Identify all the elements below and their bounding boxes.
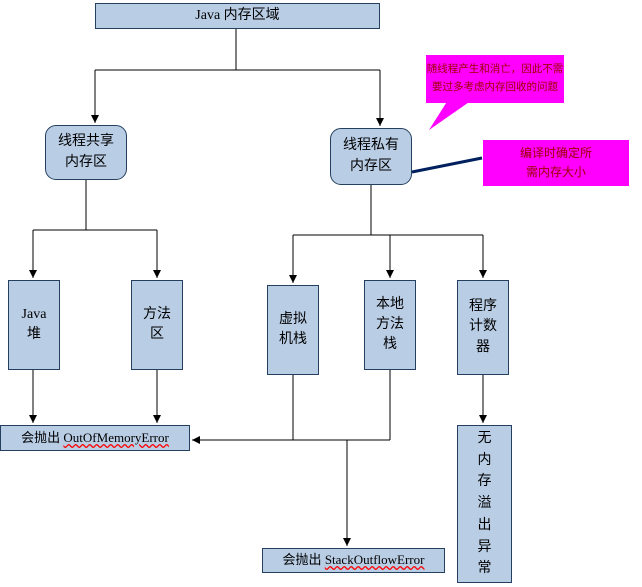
node-no-memory-overflow: 无内存溢出异常 (457, 425, 512, 583)
error-prefix: 会抛出 (282, 552, 325, 567)
node-label-line: 方法 (376, 316, 404, 332)
callout-text-line: 编译时确定所 (519, 145, 592, 160)
node-label-line: 器 (476, 339, 490, 355)
node-label-line: 程序 (469, 299, 497, 315)
error-name: OutOfMemoryError (63, 430, 169, 445)
node-label-line: 内存区 (350, 158, 392, 174)
node-label-line: 内存区 (65, 154, 107, 170)
node-thread-private-area: 线程私有 内存区 (330, 128, 412, 185)
error-connectors (29, 370, 487, 546)
callout-text-line: 要过多考虑内存回收的问题 (432, 82, 558, 93)
node-label-line: Java (21, 306, 47, 322)
node-label-line: 方法 (143, 306, 171, 322)
box-out-of-memory-error: 会抛出 OutOfMemoryError (0, 425, 190, 451)
error-prefix: 会抛出 (21, 430, 64, 445)
node-label-line: 线程私有 (343, 138, 399, 154)
callout-thread-lifecycle: 随线程产生和消亡，因此不需 要过多考虑内存回收的问题 (426, 55, 564, 103)
node-method-area: 方法 区 (131, 280, 183, 370)
node-java-memory-area: Java 内存区域 (95, 3, 380, 29)
node-program-counter: 程序 计数 器 (457, 280, 509, 375)
callout-text-line: 需内存大小 (525, 165, 586, 179)
node-label-line: 计数 (469, 319, 497, 335)
node-label-line: 机栈 (279, 332, 307, 347)
callout-tail (429, 100, 472, 130)
callout-compile-size: 编译时确定所 需内存大小 (483, 140, 629, 186)
callout-text-line: 随线程产生和消亡，因此不需 (426, 64, 564, 76)
error-name: StackOutflowError (324, 552, 425, 567)
shared-to-children-connectors (29, 180, 161, 278)
node-java-heap: Java 堆 (8, 280, 60, 370)
node-label: 无内存溢出异常 (477, 431, 492, 577)
root-to-level2-connectors (91, 29, 384, 126)
node-label-line: 堆 (27, 327, 41, 342)
node-label-line: 虚拟 (279, 311, 307, 327)
node-label-line: 栈 (383, 337, 397, 353)
node-label-line: 本地 (376, 296, 404, 312)
box-stack-overflow-error: 会抛出 StackOutflowError (262, 548, 445, 573)
node-label: Java 内存区域 (195, 7, 280, 23)
compile-callout-connector (411, 156, 483, 174)
node-vm-stack: 虚拟 机栈 (267, 285, 319, 375)
node-label-line: 线程共享 (58, 134, 114, 150)
node-native-method-stack: 本地 方法 栈 (364, 280, 416, 370)
private-to-children-connectors (289, 185, 487, 283)
node-label-line: 区 (150, 327, 164, 342)
node-thread-shared-area: 线程共享 内存区 (45, 125, 127, 180)
